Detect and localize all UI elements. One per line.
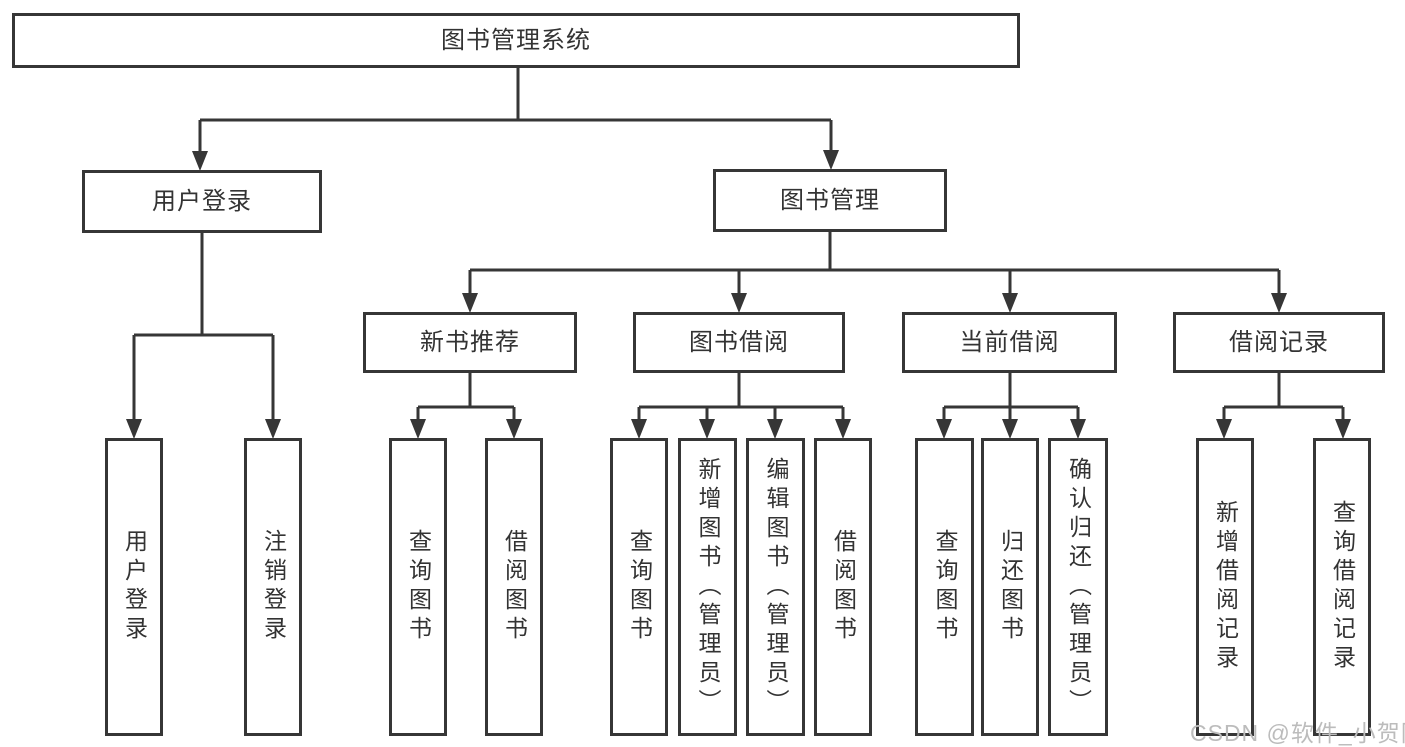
node-label: 用户登录 bbox=[152, 187, 252, 215]
leaf-query-borrow-record: 查询借阅记录 bbox=[1313, 438, 1371, 736]
node-label: 图书借阅 bbox=[689, 328, 789, 356]
leaf-label: 用户登录 bbox=[121, 529, 148, 645]
leaf-add-book-admin: 新增图书（管理员） bbox=[678, 438, 737, 736]
node-borrowing-records: 借阅记录 bbox=[1173, 312, 1385, 373]
leaf-user-login: 用户登录 bbox=[105, 438, 163, 736]
leaf-label: 归还图书 bbox=[997, 529, 1024, 645]
leaf-borrow-books: 借阅图书 bbox=[814, 438, 872, 736]
leaf-label: 新增借阅记录 bbox=[1212, 500, 1239, 674]
leaf-add-borrow-record: 新增借阅记录 bbox=[1196, 438, 1254, 736]
leaf-query-books-recommend: 查询图书 bbox=[389, 438, 447, 736]
node-new-book-recommend: 新书推荐 bbox=[363, 312, 577, 373]
leaf-borrow-books-recommend: 借阅图书 bbox=[485, 438, 543, 736]
node-label: 图书管理系统 bbox=[441, 26, 591, 54]
leaf-label: 编辑图书（管理员） bbox=[763, 456, 789, 718]
leaf-query-books-current: 查询图书 bbox=[915, 438, 974, 736]
leaf-label: 确认归还（管理员） bbox=[1065, 456, 1092, 718]
leaf-label: 查询借阅记录 bbox=[1329, 500, 1356, 674]
leaf-confirm-return-admin: 确认归还（管理员） bbox=[1048, 438, 1108, 736]
leaf-logout: 注销登录 bbox=[244, 438, 302, 736]
node-library-management-system: 图书管理系统 bbox=[12, 13, 1020, 68]
leaf-label: 查询图书 bbox=[932, 529, 958, 645]
leaf-label: 借阅图书 bbox=[501, 529, 528, 645]
node-label: 图书管理 bbox=[780, 186, 880, 214]
leaf-label: 新增图书（管理员） bbox=[695, 456, 721, 718]
leaf-edit-book-admin: 编辑图书（管理员） bbox=[746, 438, 805, 736]
csdn-watermark: CSDN @软件_小贺同学 bbox=[1190, 720, 1405, 746]
node-book-borrowing: 图书借阅 bbox=[633, 312, 845, 373]
node-user-login: 用户登录 bbox=[82, 170, 322, 233]
leaf-label: 查询图书 bbox=[626, 529, 653, 645]
node-label: 当前借阅 bbox=[959, 328, 1060, 356]
leaf-label: 查询图书 bbox=[405, 529, 432, 645]
node-book-management: 图书管理 bbox=[713, 169, 947, 232]
leaf-return-book: 归还图书 bbox=[981, 438, 1039, 736]
node-label: 借阅记录 bbox=[1229, 328, 1329, 356]
leaf-query-books-borrowing: 查询图书 bbox=[610, 438, 668, 736]
leaf-label: 注销登录 bbox=[260, 529, 287, 645]
node-label: 新书推荐 bbox=[420, 328, 520, 356]
leaf-label: 借阅图书 bbox=[830, 529, 857, 645]
node-current-borrowing: 当前借阅 bbox=[902, 312, 1117, 373]
